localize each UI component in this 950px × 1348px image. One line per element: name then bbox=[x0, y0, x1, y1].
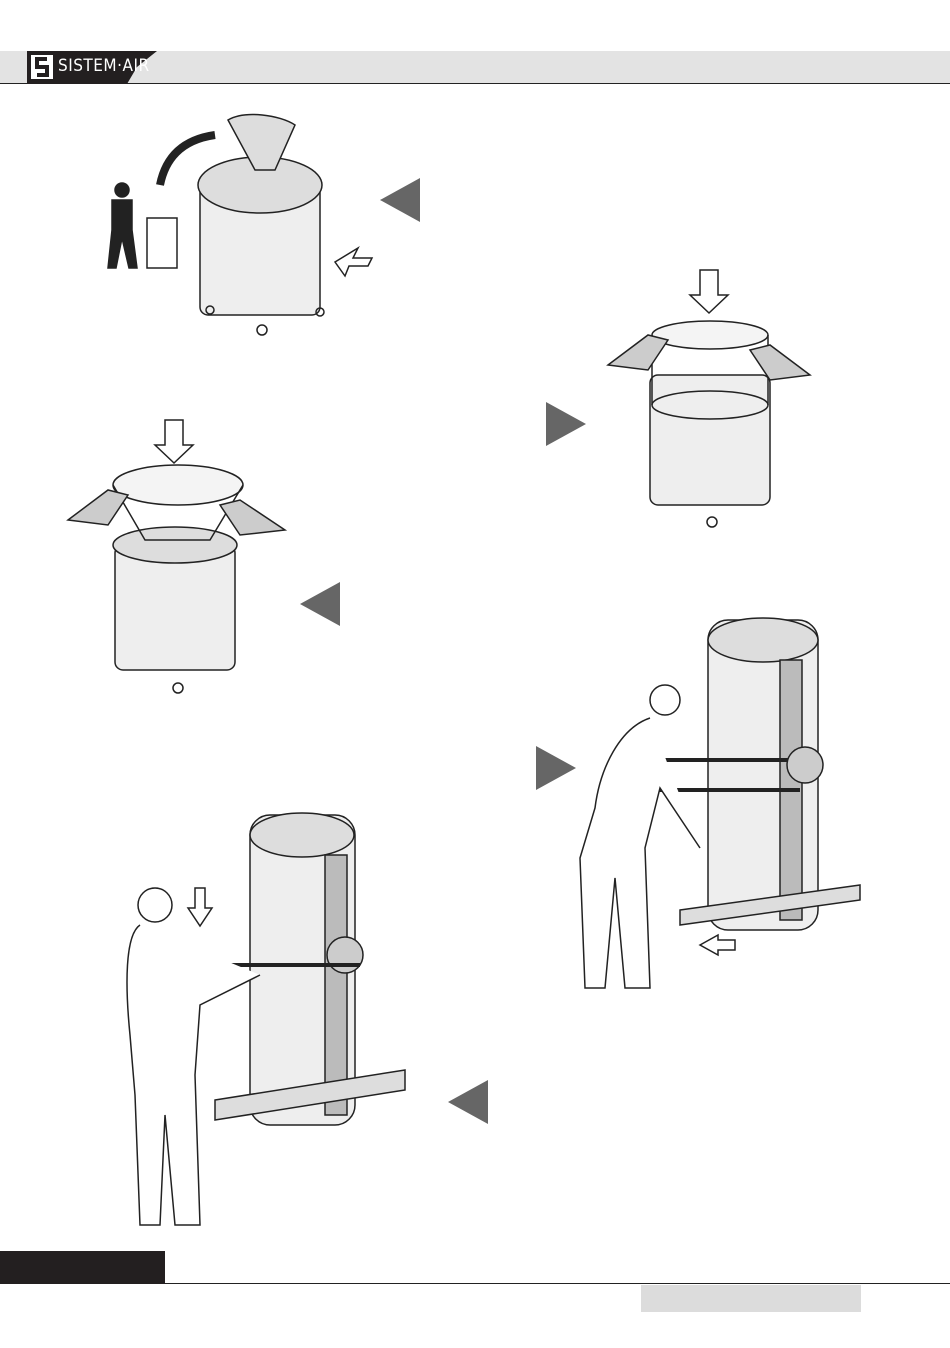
step3-illustration bbox=[66, 419, 288, 694]
header-band bbox=[0, 51, 950, 83]
step1-illustration bbox=[107, 113, 374, 336]
step-arrow-right bbox=[536, 746, 576, 790]
step5-illustration bbox=[126, 812, 406, 1226]
step4-illustration bbox=[579, 617, 861, 989]
logo-text: SISTEM·AIR bbox=[58, 56, 150, 76]
footer-rule bbox=[165, 1283, 950, 1284]
footer-box bbox=[641, 1285, 861, 1312]
step2-illustration bbox=[606, 269, 812, 528]
footer-block bbox=[0, 1251, 165, 1284]
step-arrow-left bbox=[448, 1080, 488, 1124]
brand-logo bbox=[27, 51, 157, 84]
step-arrow-right bbox=[546, 402, 586, 446]
header-rule bbox=[0, 83, 950, 84]
step-arrow-left bbox=[300, 582, 340, 626]
step-arrow-left bbox=[380, 178, 420, 222]
